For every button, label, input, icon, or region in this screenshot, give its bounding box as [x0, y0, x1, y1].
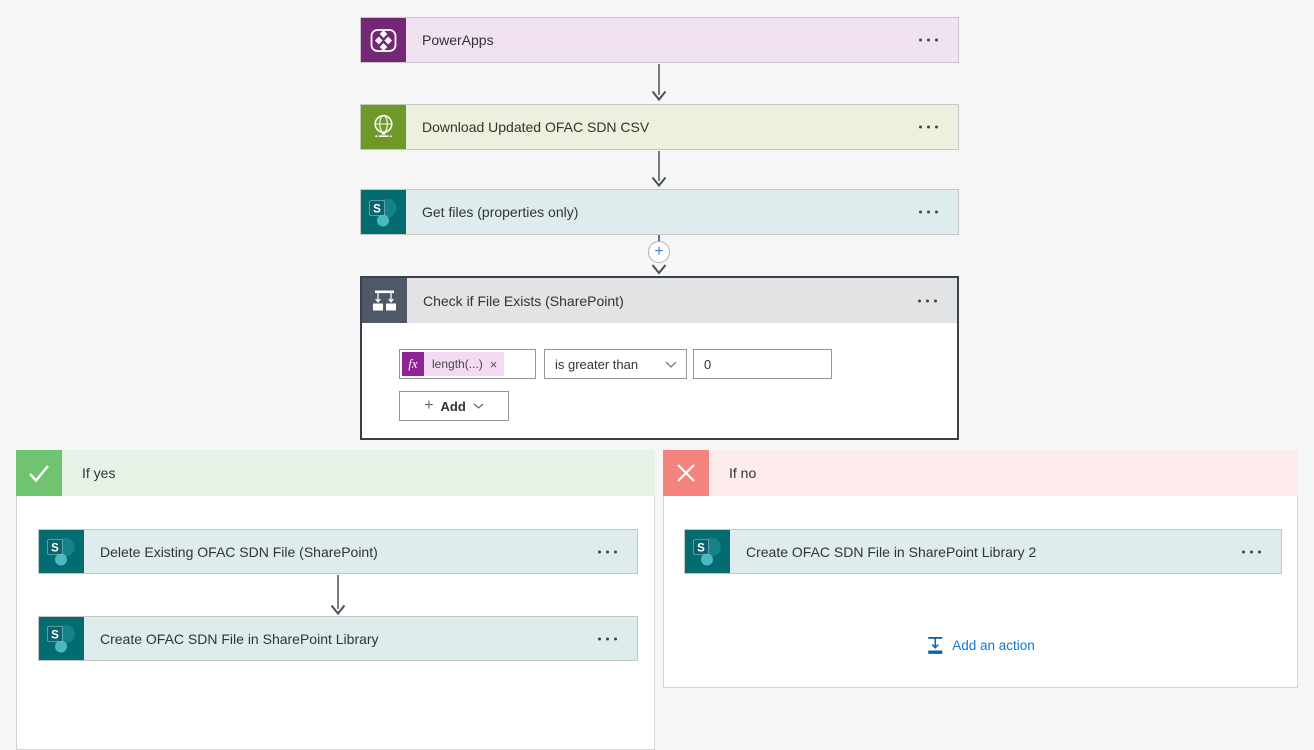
sharepoint-icon: S	[39, 530, 84, 573]
more-options-icon[interactable]	[917, 207, 940, 218]
trigger-title: PowerApps	[422, 32, 494, 48]
connector-arrow	[330, 575, 346, 616]
more-options-icon[interactable]	[917, 35, 940, 46]
x-icon	[663, 450, 709, 496]
sharepoint-icon: S	[361, 190, 406, 234]
condition-icon	[362, 278, 407, 323]
operator-select[interactable]: is greater than	[544, 349, 687, 379]
if-no-header[interactable]: If no	[663, 450, 1298, 496]
connector-arrow	[651, 264, 667, 275]
expression-token[interactable]: fx length(...) ×	[402, 352, 505, 376]
connector-arrow	[651, 64, 667, 102]
globe-icon	[361, 105, 406, 149]
add-an-action-button[interactable]: Add an action	[926, 636, 1035, 655]
more-options-icon[interactable]	[1240, 546, 1263, 557]
plus-icon: +	[424, 397, 434, 414]
branch-label: If no	[729, 465, 757, 481]
if-yes-header[interactable]: If yes	[16, 450, 655, 496]
plus-icon: +	[654, 243, 664, 260]
branch-if-no: If no S Create OFAC SDN File in SharePoi…	[663, 450, 1298, 688]
action-title: Get files (properties only)	[422, 204, 579, 220]
condition-block[interactable]: Check if File Exists (SharePoint) fx len…	[360, 276, 959, 440]
operator-value: is greater than	[555, 356, 639, 372]
add-action-label: Add an action	[952, 638, 1035, 653]
check-icon	[16, 450, 62, 496]
action-card-get-files[interactable]: S Get files (properties only)	[360, 189, 959, 235]
condition-value-input[interactable]	[693, 349, 832, 379]
chevron-down-icon	[665, 361, 677, 368]
condition-left-operand[interactable]: fx length(...) ×	[399, 349, 536, 379]
fx-icon: fx	[402, 352, 424, 376]
sharepoint-icon: S	[39, 617, 84, 660]
action-title: Create OFAC SDN File in SharePoint Libra…	[100, 630, 379, 647]
svg-text:S: S	[51, 629, 59, 641]
connector-line	[658, 235, 660, 241]
insert-step-button[interactable]: +	[648, 241, 670, 263]
condition-header[interactable]: Check if File Exists (SharePoint)	[362, 278, 957, 323]
powerapps-icon	[361, 18, 406, 62]
action-card-create-file-2[interactable]: S Create OFAC SDN File in SharePoint Lib…	[684, 529, 1282, 574]
trigger-card-powerapps[interactable]: PowerApps	[360, 17, 959, 63]
branch-label: If yes	[82, 465, 116, 481]
branch-if-yes: If yes S Delete Existing OFAC SDN File (…	[16, 450, 655, 750]
action-title: Create OFAC SDN File in SharePoint Libra…	[746, 543, 1037, 560]
add-condition-button[interactable]: + Add	[399, 391, 509, 421]
expression-token-label: length(...)	[432, 357, 483, 371]
add-action-icon	[927, 637, 942, 654]
more-options-icon[interactable]	[916, 295, 939, 306]
more-options-icon[interactable]	[596, 546, 619, 557]
action-card-delete-file[interactable]: S Delete Existing OFAC SDN File (SharePo…	[38, 529, 638, 574]
condition-title: Check if File Exists (SharePoint)	[423, 292, 624, 309]
action-card-download-csv[interactable]: Download Updated OFAC SDN CSV	[360, 104, 959, 150]
more-options-icon[interactable]	[596, 633, 619, 644]
action-card-create-file[interactable]: S Create OFAC SDN File in SharePoint Lib…	[38, 616, 638, 661]
svg-text:S: S	[51, 542, 59, 554]
sharepoint-icon: S	[685, 530, 730, 573]
condition-body: fx length(...) × is greater than + Add	[362, 323, 957, 421]
chevron-down-icon	[473, 403, 484, 409]
more-options-icon[interactable]	[917, 122, 940, 133]
svg-text:S: S	[697, 542, 705, 554]
action-title: Delete Existing OFAC SDN File (SharePoin…	[100, 543, 378, 560]
connector-arrow	[651, 151, 667, 188]
add-button-label: Add	[440, 398, 466, 414]
remove-token-icon[interactable]: ×	[489, 356, 498, 372]
action-title: Download Updated OFAC SDN CSV	[422, 119, 650, 135]
svg-text:S: S	[373, 203, 381, 215]
